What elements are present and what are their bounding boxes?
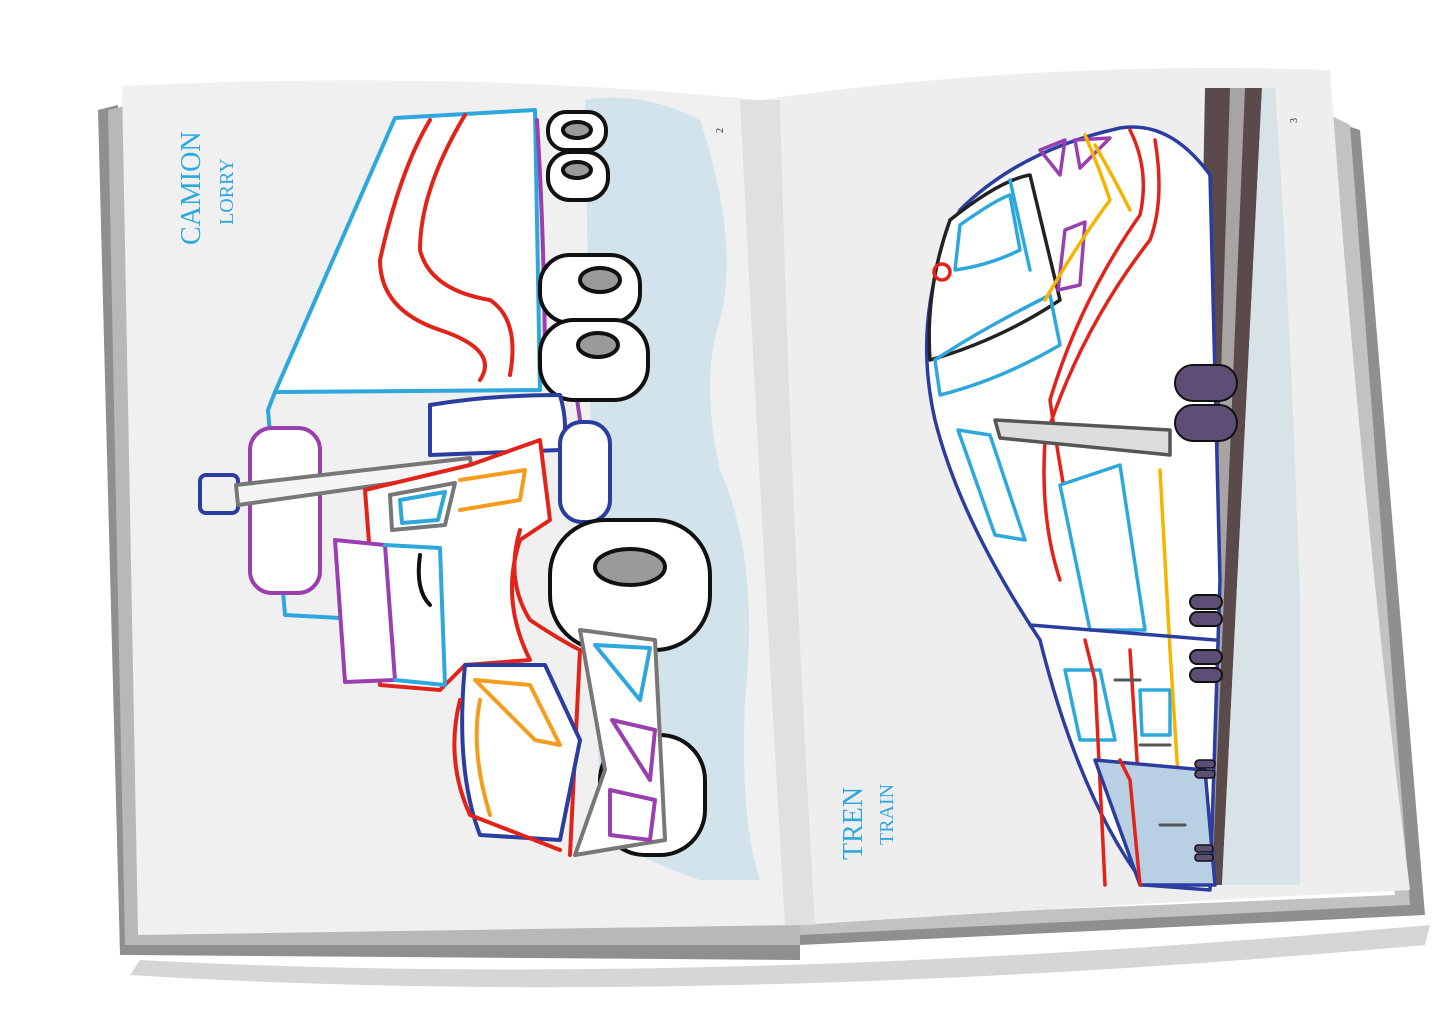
right-page-stack — [800, 120, 1425, 945]
right-page-number: 3 — [1289, 118, 1300, 123]
right-page-subtitle: TRAIN — [876, 783, 898, 845]
train-drawing — [924, 88, 1300, 892]
book-shadow — [130, 925, 1430, 988]
lorry-drawing — [198, 108, 712, 857]
left-page-title: CAMION — [176, 131, 207, 245]
left-page-number: 2 — [715, 128, 726, 133]
right-page-title: TREN — [838, 786, 869, 860]
left-page-subtitle: LORRY — [216, 158, 238, 225]
book-spine — [740, 100, 815, 925]
